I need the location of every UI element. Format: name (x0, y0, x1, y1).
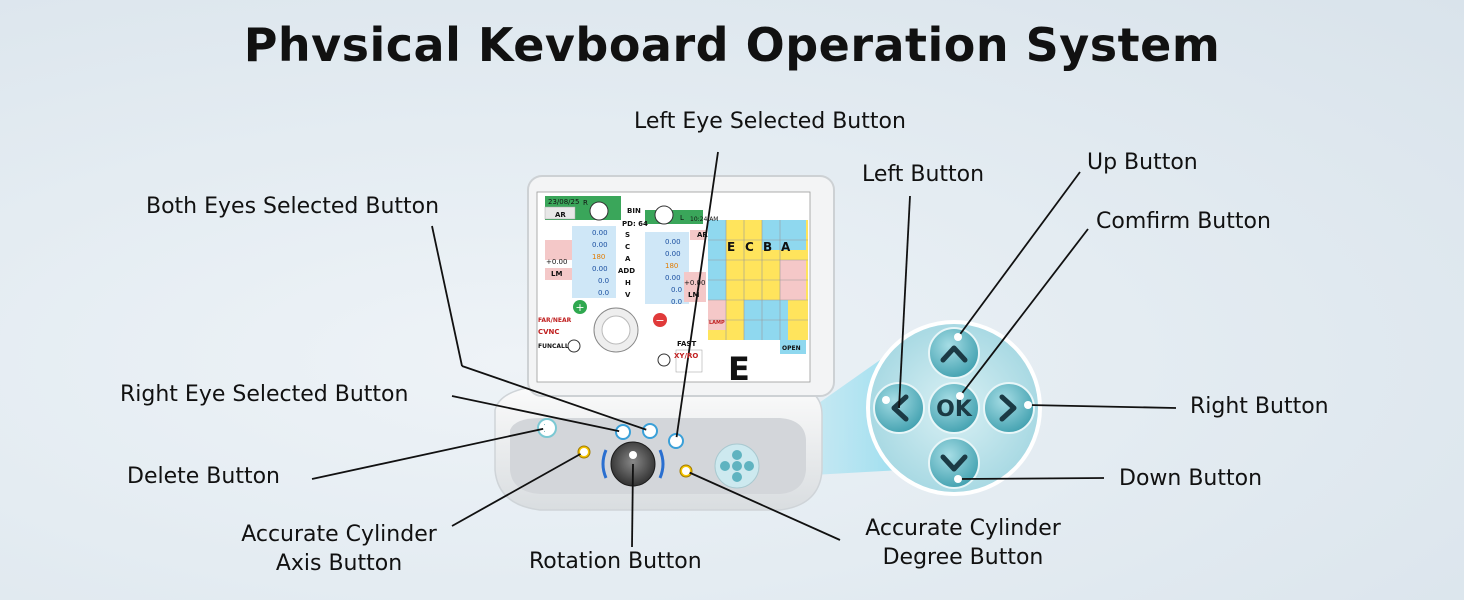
label-right-button: Right Button (1190, 394, 1329, 419)
label-accurate-degree-line2: Degree Button (882, 545, 1044, 570)
screen-open: OPEN (782, 345, 801, 352)
screen-lamp: LAMP (709, 320, 725, 326)
screen-pd: PD: 64 (622, 220, 648, 228)
screen-chart-letter-e: E (727, 240, 735, 254)
screen-date: 23/08/25 (548, 198, 579, 206)
label-down-button: Down Button (1119, 466, 1263, 491)
right-eye-values (545, 226, 616, 298)
label-both-eyes-button: Both Eyes Selected Button (146, 194, 440, 219)
screen-param-add: ADD (618, 267, 635, 275)
screen-right-value-a: 180 (592, 253, 605, 261)
screen-xyro: XY/RO (674, 352, 698, 360)
screen-time: 10:24 AM (690, 216, 718, 223)
screen-plus-right: +0.00 (546, 258, 567, 266)
screen-param-a: A (625, 255, 631, 263)
label-left-eye-button: Left Eye Selected Button (634, 109, 906, 134)
screen-left-value-a: 180 (665, 262, 678, 270)
chevron-up-icon (940, 345, 968, 363)
svg-text:−: − (655, 314, 664, 327)
screen-right-value-s: 0.00 (592, 229, 608, 237)
screen-param-s: S (625, 231, 630, 239)
screen-bin: BIN (627, 207, 641, 215)
screen-fast: FAST (677, 340, 696, 348)
screen-left-value-v: 0.0 (671, 298, 682, 306)
label-confirm-button: Comfirm Button (1096, 209, 1271, 234)
ok-button-label: OK (936, 397, 973, 422)
plus-icon (573, 300, 587, 314)
ok-button[interactable] (928, 382, 980, 434)
screen-right-value-add: 0.00 (592, 265, 608, 273)
screen-chart-letter-a: A (781, 240, 791, 254)
right-arrow-button[interactable] (983, 382, 1035, 434)
label-rotation-button: Rotation Button (529, 549, 702, 574)
left-eye-values (645, 230, 706, 304)
svg-text:+: + (575, 301, 584, 314)
down-arrow-button[interactable] (928, 437, 980, 489)
screen-far-near: FAR/NEAR (538, 317, 572, 324)
screen-chart-letter-c: C (745, 240, 754, 254)
label-accurate-axis-line2: Axis Button (275, 551, 403, 576)
screen-lm-left: LM (688, 291, 699, 299)
chevron-right-icon (999, 394, 1017, 422)
label-accurate-degree-button: Accurate Cylinder Degree Button (848, 514, 1078, 572)
label-left-button: Left Button (862, 162, 985, 187)
screen-right-value-v: 0.0 (598, 289, 609, 297)
label-accurate-axis-line1: Accurate Cylinder (241, 522, 437, 547)
screen-param-h: H (625, 279, 631, 287)
screen-left-value-s: 0.00 (665, 238, 681, 246)
label-accurate-degree-line1: Accurate Cylinder (865, 516, 1061, 541)
screen-left-value-add: 0.00 (665, 274, 681, 282)
screen-big-letter: E (728, 350, 750, 388)
screen-plus-left: +0.00 (684, 279, 705, 287)
screen-l-label: L (680, 214, 684, 222)
screen-param-v: V (625, 291, 631, 299)
screen-left-value-c: 0.00 (665, 250, 681, 258)
page-title: Phvsical Kevboard Operation System (243, 18, 1221, 72)
screen-cvnc: CVNC (538, 328, 560, 336)
screen-left-value-h: 0.0 (671, 286, 682, 294)
label-up-button: Up Button (1087, 150, 1198, 175)
chart-grid (708, 220, 808, 354)
label-accurate-axis-button: Accurate Cylinder Axis Button (224, 520, 454, 578)
screen-ar-right: AR (555, 211, 566, 219)
chevron-down-icon (940, 454, 968, 472)
chevron-left-icon (891, 394, 909, 422)
screen-r-label: R (583, 199, 588, 207)
screen-funcall: FUNCALL (538, 343, 569, 350)
label-right-eye-button: Right Eye Selected Button (120, 382, 409, 407)
screen-chart-letter-b: B (763, 240, 772, 254)
screen-ar-left: AR (697, 231, 708, 239)
screen-param-c: C (625, 243, 630, 251)
screen-lm-right: LM (551, 270, 562, 278)
label-delete-button: Delete Button (127, 464, 280, 489)
screen-right-value-c: 0.00 (592, 241, 608, 249)
screen-right-value-h: 0.0 (598, 277, 609, 285)
minus-icon (653, 313, 667, 327)
up-arrow-button[interactable] (928, 327, 980, 379)
